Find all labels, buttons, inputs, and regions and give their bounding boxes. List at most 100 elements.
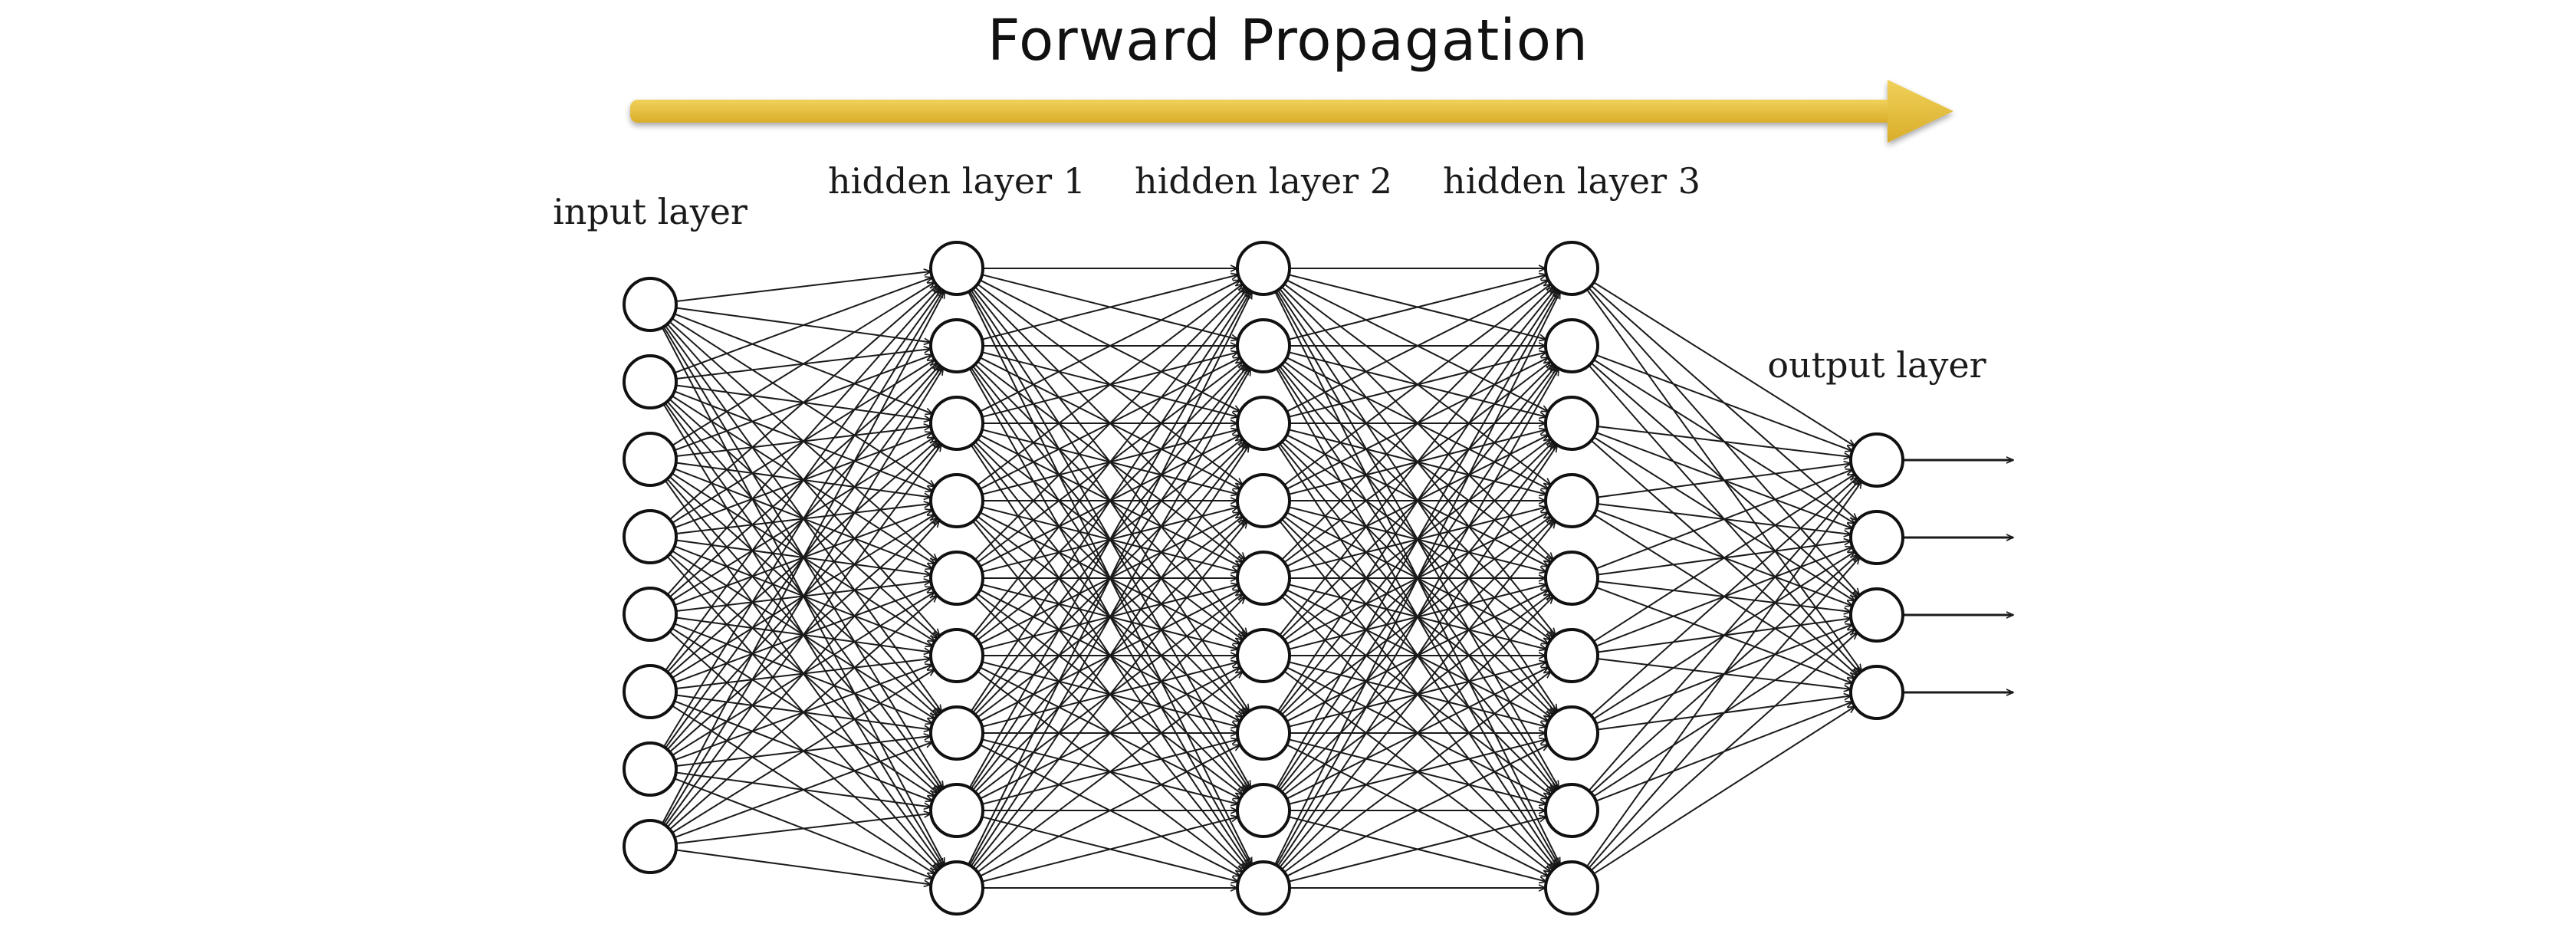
forward-arrow: [630, 80, 1953, 143]
connection-2-8-3: [1279, 521, 1556, 869]
connection-3-8-1: [1588, 557, 1859, 870]
connection-3-7-0: [1588, 480, 1859, 792]
neuron-hidden-3-4: [1544, 551, 1599, 606]
connection-1-8-4: [974, 597, 1245, 870]
connection-0-7-6: [674, 742, 932, 839]
connection-2-8-7: [1288, 817, 1546, 883]
neuron-hidden-3-1: [1544, 318, 1599, 373]
connection-0-7-0: [662, 291, 945, 824]
neuron-hidden-1-5: [929, 628, 984, 683]
neuron-hidden-2-3: [1236, 473, 1291, 528]
connection-0-4-0: [666, 288, 940, 596]
connection-3-3-0: [1597, 464, 1852, 498]
neuron-hidden-2-5: [1236, 628, 1291, 683]
neuron-output-3: [1849, 665, 1904, 720]
connection-0-7-3: [666, 520, 940, 828]
connections: [661, 268, 1862, 888]
connection-3-2-0: [1597, 426, 1851, 457]
connection-1-5-0: [972, 289, 1247, 636]
connection-2-4-0: [1281, 287, 1553, 561]
connection-3-6-0: [1590, 478, 1857, 717]
connection-2-8-1: [1275, 369, 1559, 866]
layer-label-output: output layer: [1767, 344, 1986, 386]
neuron-hidden-3-7: [1544, 783, 1599, 838]
connection-2-2-0: [1286, 280, 1548, 413]
neuron-input-6: [623, 741, 678, 797]
connection-0-7-7: [675, 814, 931, 844]
connection-1-3-0: [977, 284, 1243, 486]
neuron-hidden-3-8: [1544, 860, 1599, 916]
neuron-input-0: [623, 277, 678, 332]
neuron-hidden-2-8: [1236, 860, 1291, 916]
neuron-hidden-1-4: [929, 551, 984, 606]
connection-2-1-0: [1288, 275, 1546, 340]
neuron-hidden-1-2: [929, 396, 984, 451]
connection-1-7-0: [968, 291, 1251, 788]
neuron-hidden-3-0: [1544, 241, 1599, 296]
connection-0-5-0: [665, 290, 941, 672]
connection-1-8-6: [979, 745, 1240, 877]
connection-1-4-0: [974, 287, 1245, 561]
connection-3-1-0: [1595, 353, 1852, 451]
connection-2-3-0: [1283, 284, 1551, 486]
neurons: [623, 241, 1904, 916]
neuron-hidden-1-6: [929, 705, 984, 761]
connection-1-8-5: [977, 672, 1243, 873]
connection-0-7-4: [669, 595, 938, 830]
neuron-hidden-3-2: [1544, 396, 1599, 451]
connection-2-5-0: [1279, 289, 1556, 636]
neuron-hidden-1-8: [929, 860, 984, 916]
connection-3-8-3: [1593, 706, 1855, 875]
neuron-output-0: [1849, 432, 1904, 488]
connection-2-8-0: [1274, 291, 1560, 866]
diagram-title: Forward Propagation: [987, 8, 1589, 74]
connection-0-6-0: [662, 291, 943, 748]
layer-label-hidden-2: hidden layer 2: [1135, 160, 1392, 202]
connection-0-1-0: [674, 278, 932, 374]
connection-1-8-2: [970, 445, 1250, 867]
layer-label-hidden-3: hidden layer 3: [1443, 160, 1700, 202]
connection-2-8-4: [1281, 597, 1553, 870]
neuron-hidden-1-1: [929, 318, 984, 373]
neuron-input-2: [623, 432, 678, 487]
connection-1-2-0: [979, 280, 1240, 413]
connection-0-7-8: [675, 849, 932, 885]
forward-arrow-head: [1888, 80, 1953, 143]
neuron-hidden-1-7: [929, 783, 984, 838]
neuron-hidden-1-0: [929, 241, 984, 296]
neuron-hidden-3-3: [1544, 473, 1599, 528]
connection-1-6-0: [970, 290, 1250, 712]
connection-1-8-1: [968, 369, 1251, 866]
layer-label-hidden-1: hidden layer 1: [828, 160, 1086, 202]
neuron-input-1: [623, 354, 678, 409]
neuron-input-3: [623, 509, 678, 564]
connection-0-0-0: [675, 271, 931, 302]
connection-2-7-0: [1275, 291, 1559, 788]
neuron-output-1: [1849, 510, 1904, 565]
neuron-hidden-2-4: [1236, 551, 1291, 606]
neuron-hidden-2-0: [1236, 241, 1291, 296]
connection-1-1-0: [981, 275, 1238, 340]
connection-3-8-0: [1585, 482, 1862, 867]
connection-0-7-1: [662, 368, 943, 825]
neuron-hidden-2-1: [1236, 318, 1291, 373]
connection-2-8-2: [1276, 445, 1557, 867]
connection-3-8-2: [1590, 633, 1857, 872]
neuron-hidden-3-6: [1544, 705, 1599, 761]
connection-2-8-5: [1283, 672, 1551, 873]
neuron-output-2: [1849, 587, 1904, 643]
connection-0-7-5: [672, 669, 935, 833]
neuron-hidden-2-2: [1236, 396, 1291, 451]
neuron-hidden-2-6: [1236, 705, 1291, 761]
neuron-hidden-1-3: [929, 473, 984, 528]
layer-label-input: input layer: [553, 191, 748, 232]
neuron-input-4: [623, 587, 678, 642]
output-arrows: [1903, 460, 2013, 692]
neuron-hidden-2-7: [1236, 783, 1291, 838]
connection-3-5-0: [1593, 474, 1855, 643]
connection-2-8-6: [1286, 745, 1548, 877]
neuron-hidden-3-5: [1544, 628, 1599, 683]
neuron-input-7: [623, 819, 678, 874]
connection-1-8-3: [972, 521, 1247, 868]
